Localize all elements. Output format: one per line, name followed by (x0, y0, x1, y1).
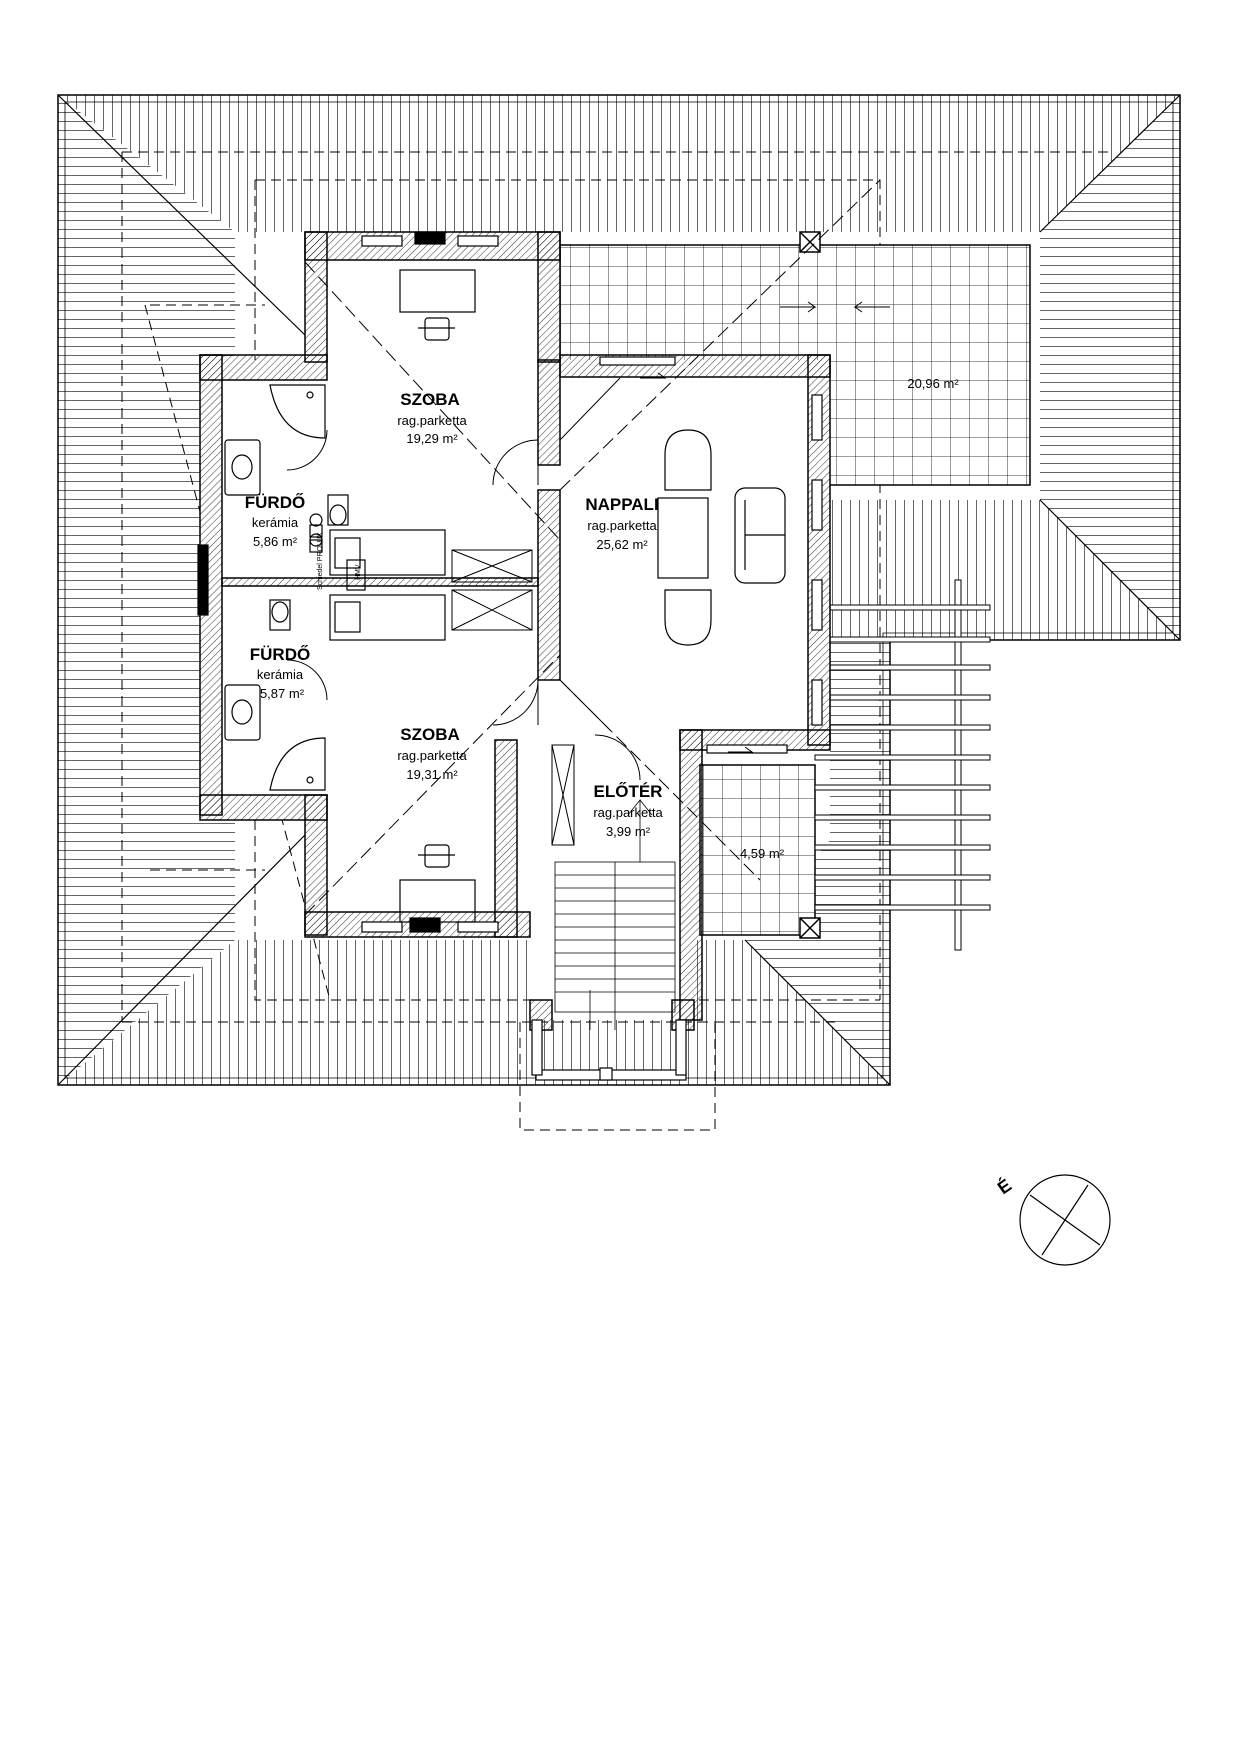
roof-slope-north (58, 95, 1180, 232)
room-floor-szoba-north: rag.parketta (397, 413, 467, 428)
boiler-label: Schiedel PROLUX (317, 532, 324, 590)
room-area-szoba-north: 19,29 m² (406, 431, 458, 446)
room-name-furdo-south: FÜRDŐ (250, 645, 310, 664)
roof-slope-east (1040, 95, 1180, 640)
slope-arrows (640, 301, 890, 753)
terrace-area-small: 4,59 m² (740, 846, 785, 861)
compass-circle (1019, 1174, 1111, 1266)
tank-label: HMV (355, 564, 362, 580)
roof-hips (57, 94, 1181, 1086)
staircase (554, 798, 676, 1030)
room-area-furdo-north: 5,86 m² (253, 534, 298, 549)
room-name-szoba-north: SZOBA (400, 390, 460, 409)
walls (199, 231, 831, 1031)
room-floor-nappali: rag.parketta (587, 518, 657, 533)
room-floor-furdo-north: kerámia (252, 515, 299, 530)
compass-north-label: É (993, 1174, 1015, 1198)
north-compass (1019, 1174, 1111, 1266)
room-area-furdo-south: 5,87 m² (260, 686, 305, 701)
shafts (451, 549, 575, 846)
building-interior (200, 235, 830, 1020)
room-name-nappali: NAPPALI (585, 495, 658, 514)
columns (799, 231, 821, 939)
room-labels: SZOBA rag.parketta 19,29 m² FÜRDŐ kerámi… (245, 376, 960, 861)
terrace-area-large: 20,96 m² (907, 376, 959, 391)
room-floor-szoba-south: rag.parketta (397, 748, 467, 763)
room-name-eloter: ELŐTÉR (594, 782, 663, 801)
room-area-eloter: 3,99 m² (606, 824, 651, 839)
room-area-nappali: 25,62 m² (596, 537, 648, 552)
furniture (224, 269, 786, 923)
room-floor-eloter: rag.parketta (593, 805, 663, 820)
room-name-furdo-north: FÜRDŐ (245, 493, 305, 512)
roof-slope-west (58, 95, 235, 1085)
nappali-corner-lines (559, 377, 621, 731)
roof-slope-southeast (745, 640, 890, 1085)
pergola (814, 579, 991, 951)
doors (286, 429, 641, 781)
room-name-szoba-south: SZOBA (400, 725, 460, 744)
room-area-szoba-south: 19,31 m² (406, 767, 458, 782)
room-floor-furdo-south: kerámia (257, 667, 304, 682)
